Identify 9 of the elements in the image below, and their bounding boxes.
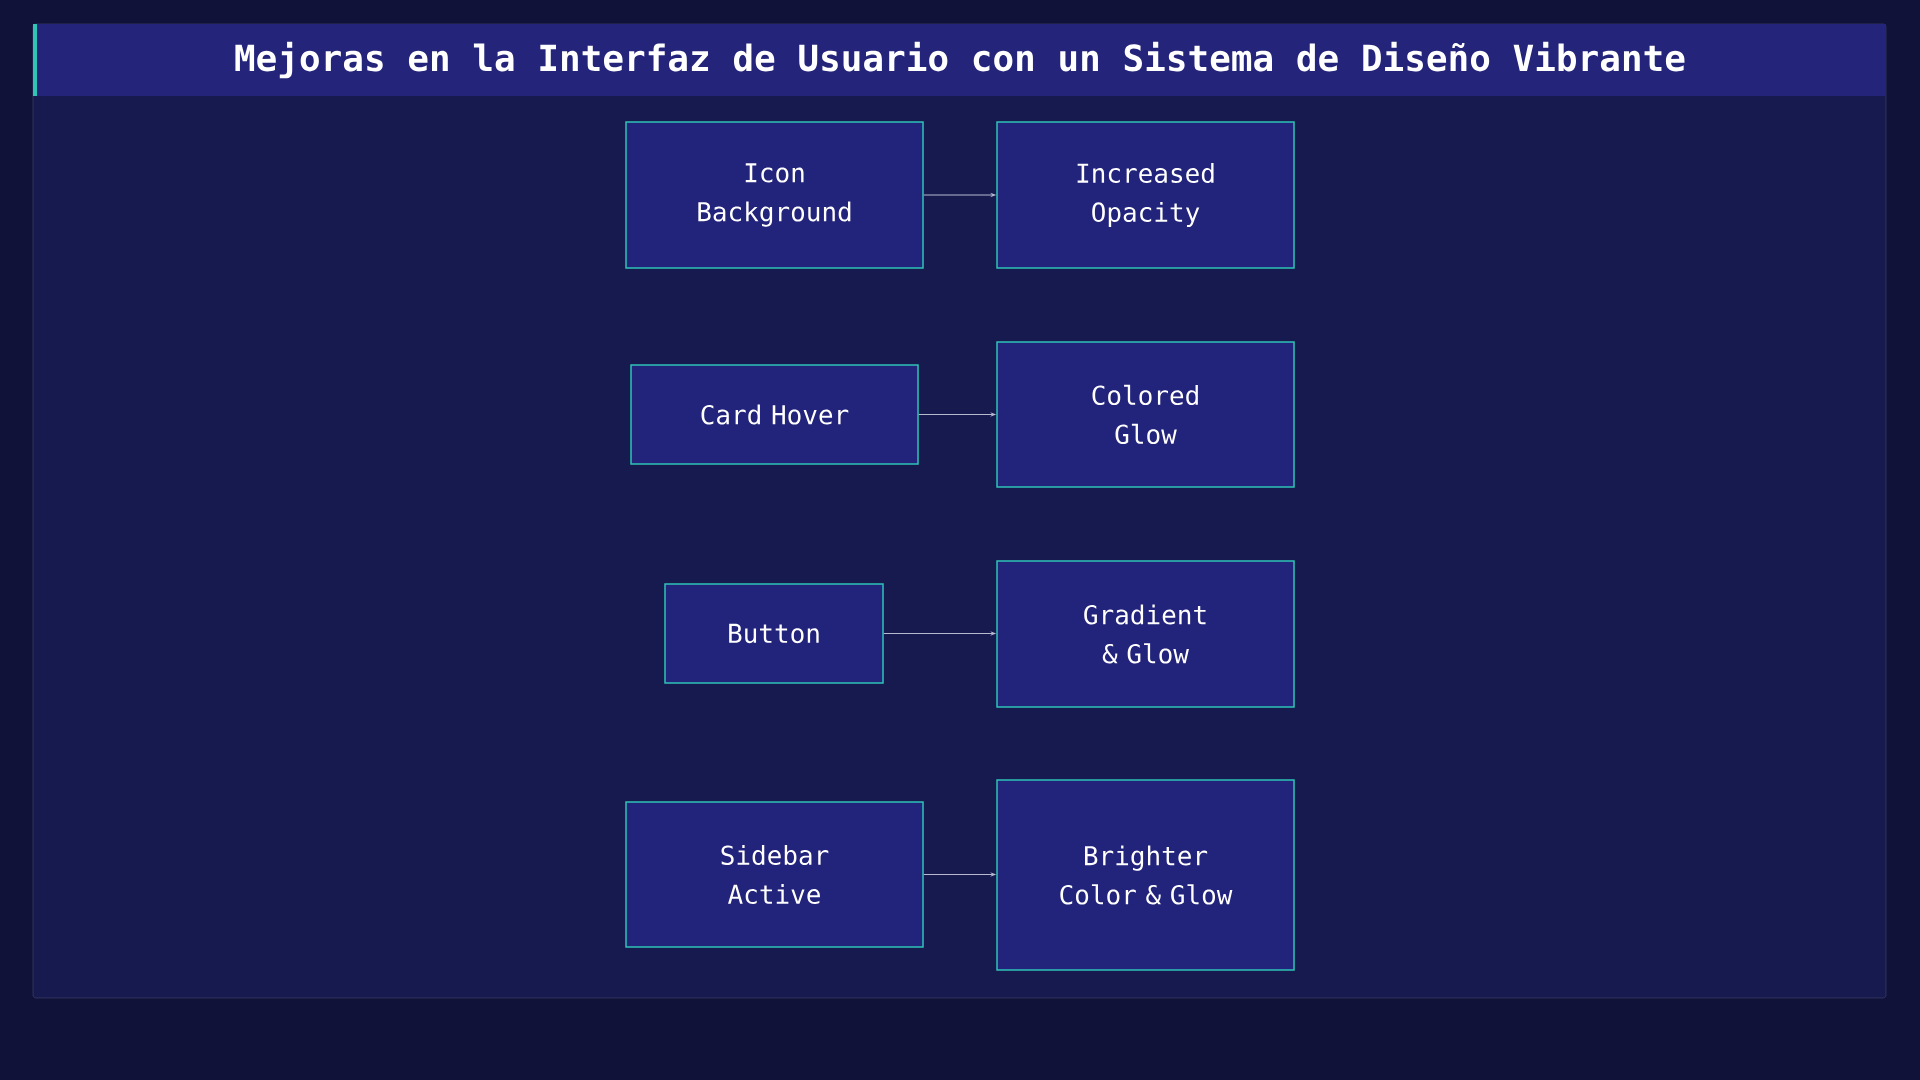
process-box: Sidebar Active <box>625 801 924 948</box>
process-box: Icon Background <box>625 121 924 269</box>
process-box: Card Hover <box>630 364 919 465</box>
process-box: Gradient & Glow <box>996 560 1295 708</box>
process-box: Brighter Color & Glow <box>996 779 1295 971</box>
process-box: Colored Glow <box>996 341 1295 488</box>
title: Mejoras en la Interfaz de Usuario con un Sistema de Diseño Vibrante <box>235 41 1685 79</box>
process-box: Increased Opacity <box>996 121 1295 269</box>
process-box: Button <box>664 583 884 684</box>
